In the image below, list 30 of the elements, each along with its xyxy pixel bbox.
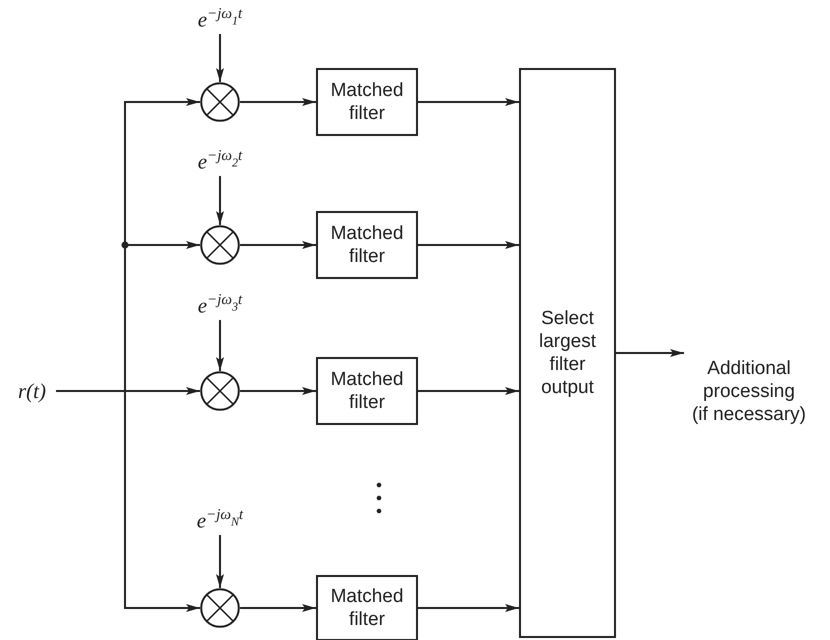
arrow [216,320,224,371]
box-label: Select largest filter output [538,307,598,399]
matched-filter-box [316,357,418,425]
multiplier-symbol [200,371,240,411]
output-label: Additional processing (if necessary) [690,356,808,426]
arrow [418,387,519,395]
multiplier-symbol [200,588,240,628]
arrow [240,98,316,106]
arrow [216,34,224,82]
arrow [216,176,224,225]
box-label: Matched filter [330,585,404,631]
arrow [418,241,519,249]
arrow [418,98,519,106]
arrow [418,604,519,612]
multiplier-symbol [200,82,240,122]
arrow [616,349,684,357]
multiplier-symbol [200,225,240,265]
arrow [216,535,224,588]
box-label: Matched filter [330,368,404,414]
arrow [240,604,316,612]
arrow [240,241,316,249]
arrow [240,387,316,395]
matched-filter-box [316,211,418,279]
matched-filter-box [316,68,418,136]
arrow [56,390,200,612]
matched-filter-box [316,575,418,640]
selector-box [519,68,616,638]
math-label: r(t) [18,378,46,404]
box-label: Matched filter [330,79,404,125]
box-label: Matched filter [330,222,404,268]
